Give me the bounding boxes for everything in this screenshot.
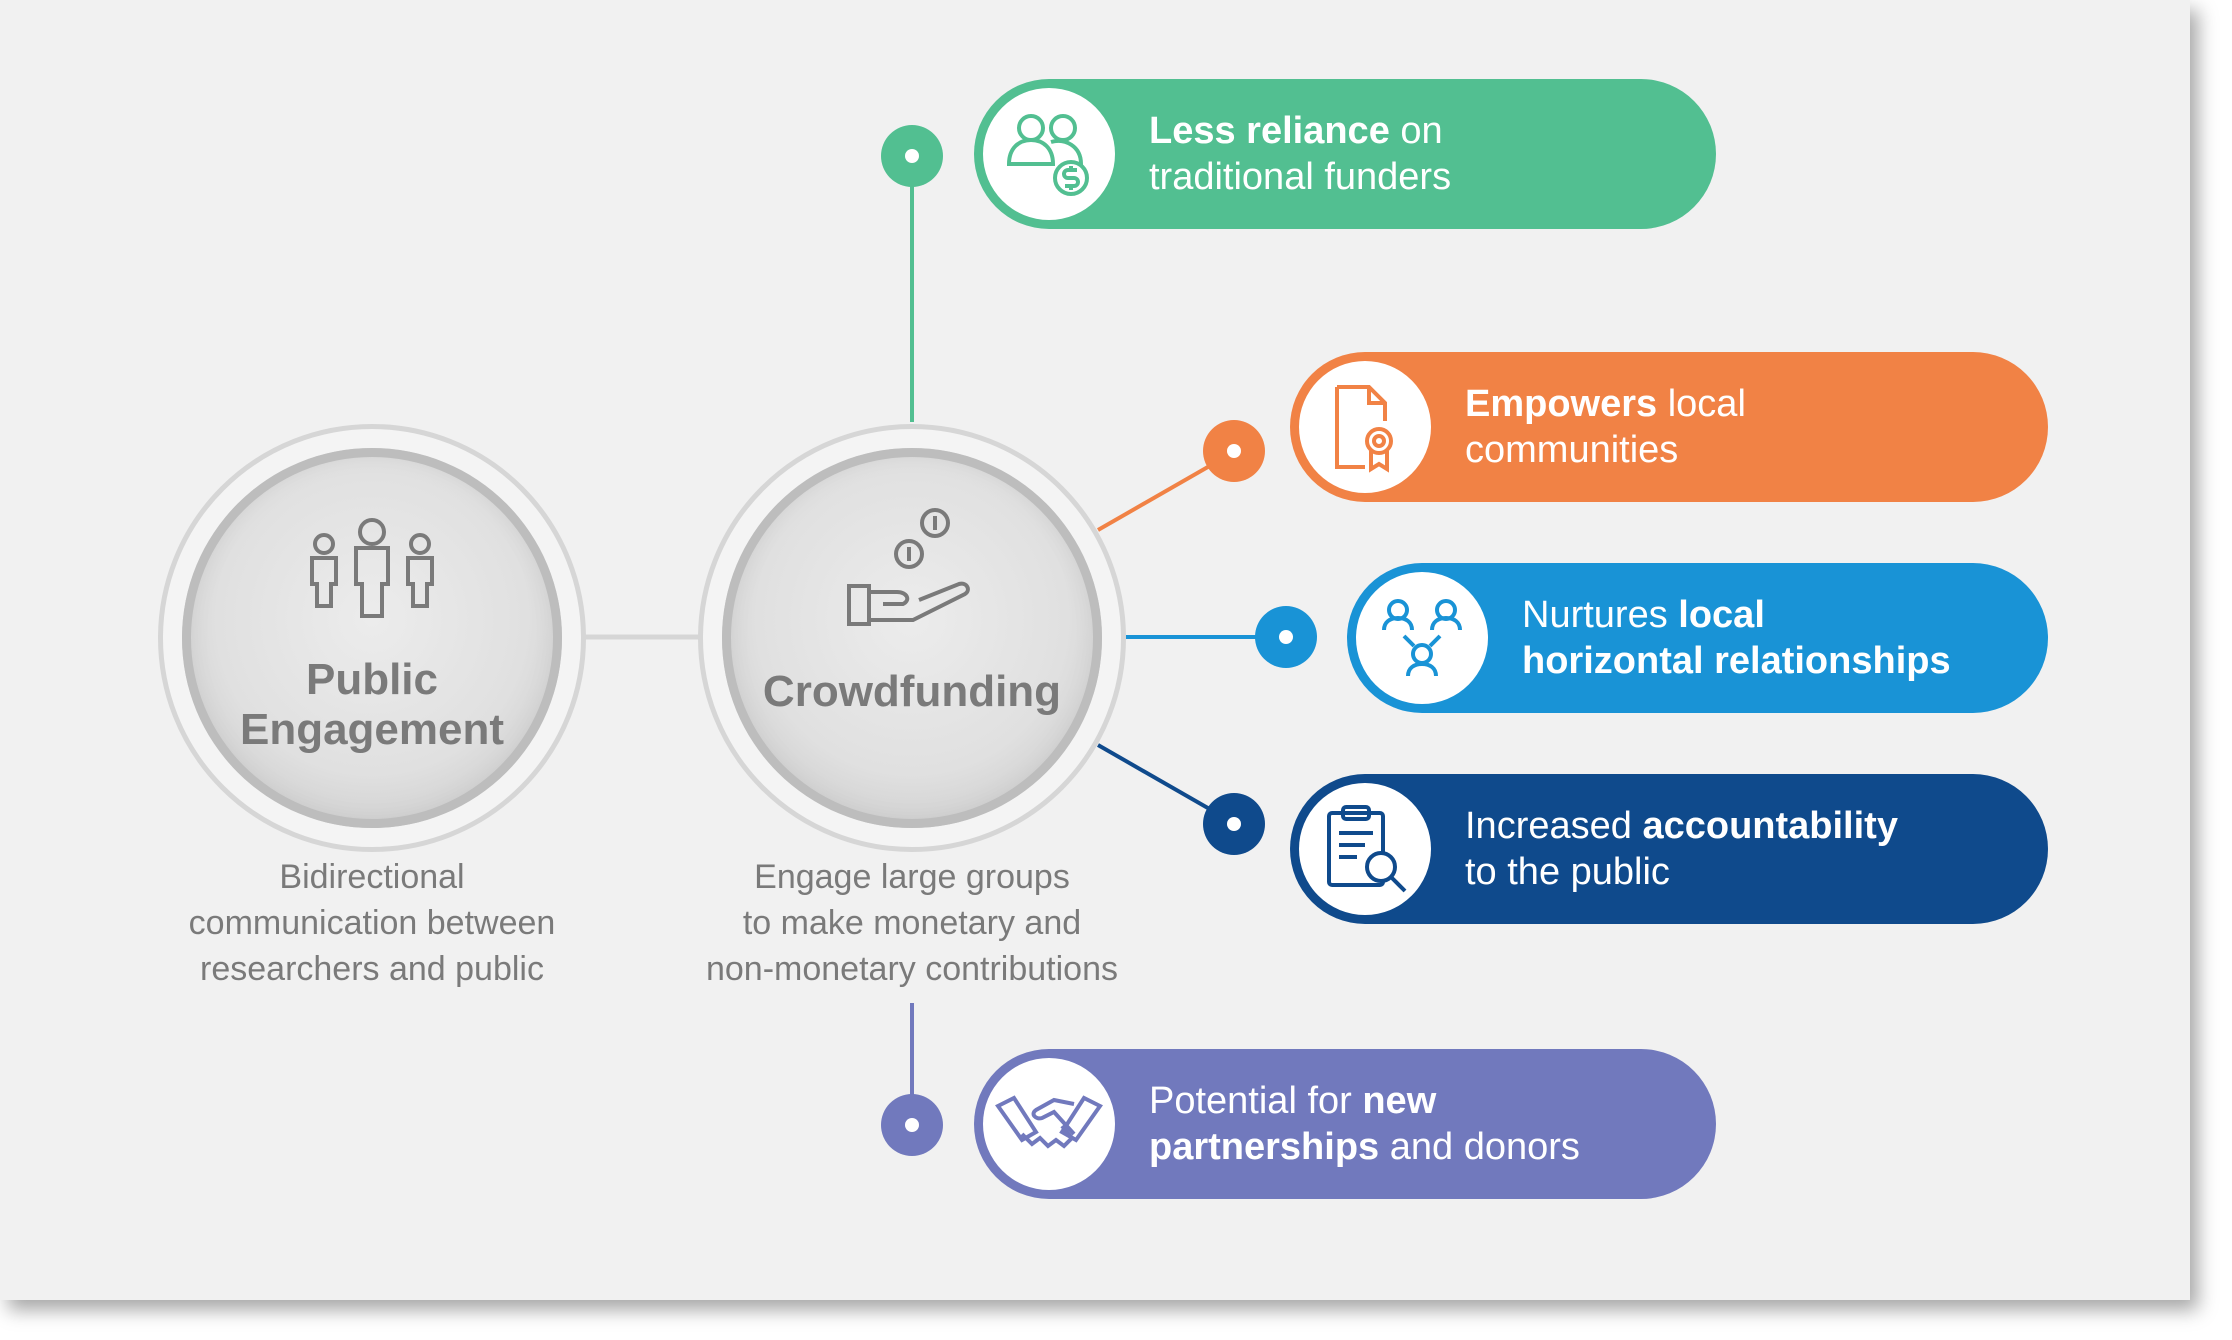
public-engagement-title-1: Public [305, 655, 439, 704]
certificate-document-icon [1299, 361, 1431, 493]
benefit-text: Less reliance on traditional funders [1149, 110, 1452, 198]
hand-coins-icon [847, 508, 970, 626]
crowdfunding-description: Engage large groups to make monetary and… [650, 854, 1174, 992]
benefit-nurtures: Nurtures local horizontal relationships [1347, 563, 2048, 713]
public-engagement-desc-line: communication between [188, 904, 556, 942]
network-people-icon [1356, 572, 1488, 704]
diagram-card: Public Engagement Bidirectional communic… [0, 0, 2190, 1300]
public-engagement-description: Bidirectional communication between rese… [130, 854, 614, 992]
benefit-partnerships: Potential for new partnerships and donor… [974, 1049, 1716, 1199]
benefit-less-reliance: Less reliance on traditional funders [974, 79, 1716, 229]
public-engagement-hub: Public Engagement [158, 424, 586, 852]
dot-navy [1203, 793, 1265, 855]
crowdfunding-desc-line: non-monetary contributions [705, 950, 1118, 988]
crowdfunding-desc-line: to make monetary and [742, 904, 1082, 942]
public-engagement-desc-line: Bidirectional [279, 858, 465, 896]
benefit-accountability: Increased accountability to the public [1290, 774, 2048, 924]
public-engagement-desc-line: researchers and public [200, 950, 544, 988]
crowdfunding-hub: Crowdfunding [698, 424, 1126, 852]
benefit-empowers: Empowers local communities [1290, 352, 2048, 502]
dot-green [881, 125, 943, 187]
crowdfunding-title: Crowdfunding [762, 667, 1062, 716]
dot-orange [1203, 420, 1265, 482]
crowdfunding-desc-line: Engage large groups [754, 858, 1070, 896]
benefit-text: Potential for new partnerships and donor… [1149, 1080, 1580, 1168]
benefit-text: Nurtures local horizontal relationships [1522, 594, 1951, 682]
handshake-icon [983, 1058, 1115, 1190]
benefit-text: Increased accountability to the public [1465, 805, 1898, 893]
clipboard-search-icon [1299, 783, 1431, 915]
connector-lines [585, 156, 1286, 1125]
people-icon [310, 518, 434, 618]
dot-purple [881, 1094, 943, 1156]
dot-light-blue [1255, 606, 1317, 668]
public-engagement-title-2: Engagement [239, 705, 505, 754]
people-money-icon [983, 88, 1115, 220]
benefit-text: Empowers local communities [1465, 383, 1746, 471]
